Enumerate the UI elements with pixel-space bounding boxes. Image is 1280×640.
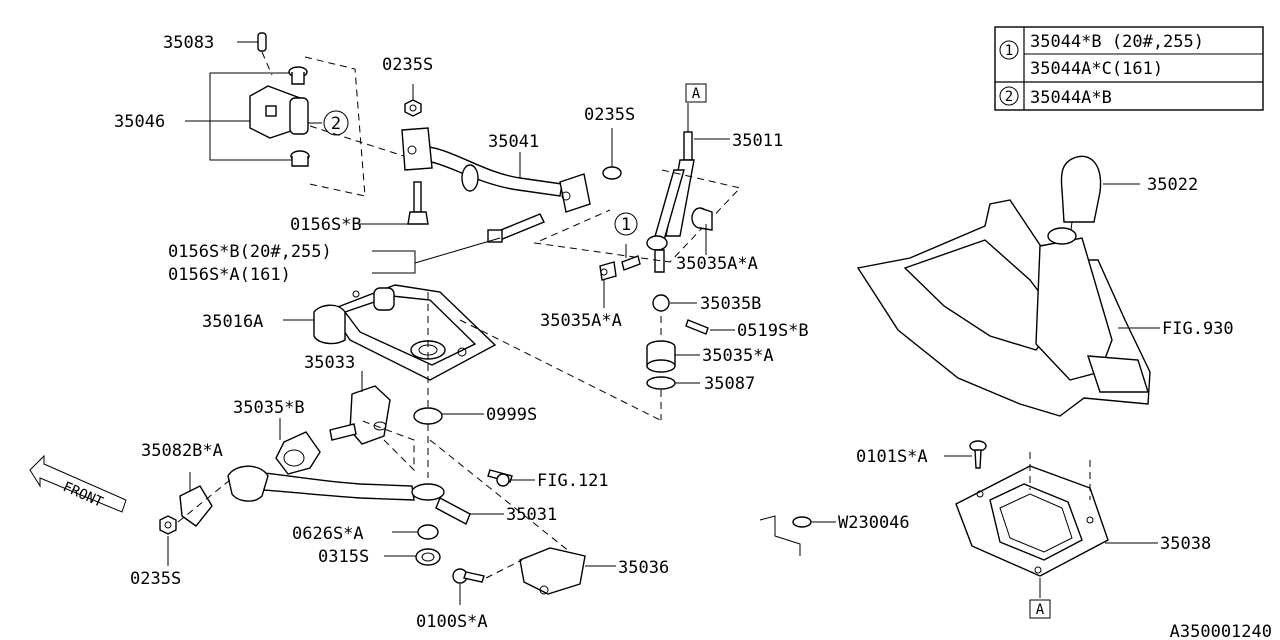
plate-35038: [955, 465, 1158, 577]
pin-35083: [237, 32, 273, 76]
label-35035a: 35035*A: [702, 346, 774, 366]
console-fig930: [856, 199, 1160, 417]
bolt-0156sb: [358, 181, 429, 225]
label-fig121: FIG.121: [537, 471, 609, 491]
label-0235s-bottom: 0235S: [130, 569, 181, 589]
bracket-35046: 2: [185, 66, 349, 167]
shift-rod-35041: [401, 127, 591, 213]
label-0156sa-161: 0156S*A(161): [168, 265, 291, 285]
label-35033: 35033: [304, 353, 355, 373]
marker-2: 2: [331, 114, 341, 134]
marker-1: 1: [621, 215, 631, 235]
label-0626sa: 0626S*A: [292, 524, 364, 544]
label-35035b: 35035B: [700, 294, 761, 314]
washer-0626sa: [392, 524, 439, 540]
table-row-value: 35044A*B: [1030, 88, 1112, 108]
rod-35031: [227, 465, 504, 525]
label-fig930: FIG.930: [1162, 319, 1234, 339]
label-35016a: 35016A: [202, 312, 263, 332]
label-0235s-top: 0235S: [382, 55, 433, 75]
bushing-35035a: [646, 340, 700, 373]
label-35031: 35031: [506, 505, 557, 525]
front-direction-arrow: FRONT: [29, 454, 127, 513]
table-row-key: 1: [1005, 43, 1013, 59]
clip-35082ba: [179, 472, 213, 527]
marker-a-bottom: A: [1029, 599, 1051, 619]
lever-35011: [646, 103, 730, 273]
label-35036: 35036: [618, 558, 669, 578]
table-row-key: 2: [1005, 89, 1013, 105]
marker-a-top: A: [685, 83, 707, 103]
bolt-0156sb-long: [372, 213, 545, 274]
label-35041: 35041: [488, 132, 539, 152]
label-35082ba: 35082B*A: [141, 441, 223, 461]
ball-35035b: [652, 294, 697, 312]
diagram-id: A350001240: [1170, 622, 1272, 640]
housing-35016a: [283, 284, 497, 381]
arm-35033: [329, 371, 391, 445]
label-35038: 35038: [1160, 534, 1211, 554]
bolt-0100sa: [452, 568, 485, 605]
label-0100sa: 0100S*A: [416, 612, 488, 632]
shift-knob-35022: [1060, 155, 1140, 239]
bushing-35035aa-left: [599, 261, 617, 308]
ring-35087: [646, 376, 700, 390]
nut-0235s-bottom: [159, 515, 177, 566]
bolt-fig121: [487, 469, 535, 487]
screw-0101sa: [944, 440, 987, 469]
table-row-value: 35044A*C(161): [1030, 59, 1163, 79]
label-0101sa: 0101S*A: [856, 447, 928, 467]
label-0156sb: 0156S*B: [290, 215, 362, 235]
ring-0315s: [384, 548, 441, 566]
bushing-35035aa-right: [691, 207, 713, 255]
label-0519sb: 0519S*B: [737, 321, 809, 341]
bracket-35036: [519, 547, 616, 595]
front-label: FRONT: [60, 479, 106, 511]
applicability-table: 1 35044*B (20#,255) 35044A*C(161) 2 3504…: [994, 26, 1264, 111]
label-0235s-right: 0235S: [584, 105, 635, 125]
label-35011: 35011: [732, 131, 783, 151]
label-35087: 35087: [704, 374, 755, 394]
bushing-35035b: [275, 418, 321, 475]
nut-0235s-right: [602, 128, 622, 180]
pin-marker-1: 1: [614, 212, 641, 271]
label-35083: 35083: [163, 33, 214, 53]
label-0315s: 0315S: [318, 547, 369, 567]
label-w230046: W230046: [838, 513, 910, 533]
label-0156sb-20-255: 0156S*B(20#,255): [168, 242, 332, 262]
marker-a-top-text: A: [692, 86, 701, 102]
marker-a-bottom-text: A: [1036, 602, 1045, 618]
table-row-value: 35044*B (20#,255): [1030, 32, 1204, 52]
pin-0519sb: [685, 319, 735, 335]
label-35035aa-left: 35035A*A: [540, 311, 622, 331]
label-35046: 35046: [114, 112, 165, 132]
seal-0999s: [413, 407, 484, 425]
nut-0235s-top: [404, 84, 422, 117]
label-0999s: 0999S: [486, 405, 537, 425]
label-35035-b: 35035*B: [233, 398, 305, 418]
label-35035aa-right: 35035A*A: [676, 254, 758, 274]
plug-w230046: [759, 515, 836, 556]
label-35022: 35022: [1147, 175, 1198, 195]
